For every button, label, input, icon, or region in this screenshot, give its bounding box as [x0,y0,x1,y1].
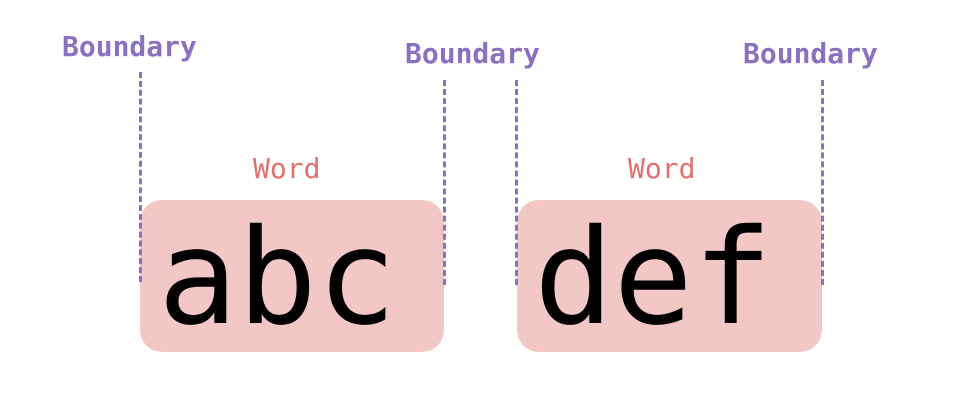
boundary-line-3 [821,80,824,285]
word-text-abc: abc [158,201,397,355]
boundary-line-1 [139,72,142,282]
word-text-def: def [534,201,773,355]
boundary-label-1: Boundary [62,30,197,63]
word-box-def [517,200,822,352]
word-label-2: Word [628,152,696,185]
boundary-label-3: Boundary [743,37,878,70]
word-box-abc [140,200,444,352]
boundary-line-2a [443,80,446,285]
word-label-1: Word [253,152,321,185]
boundary-line-2b [515,80,518,285]
boundary-label-2: Boundary [405,37,540,70]
